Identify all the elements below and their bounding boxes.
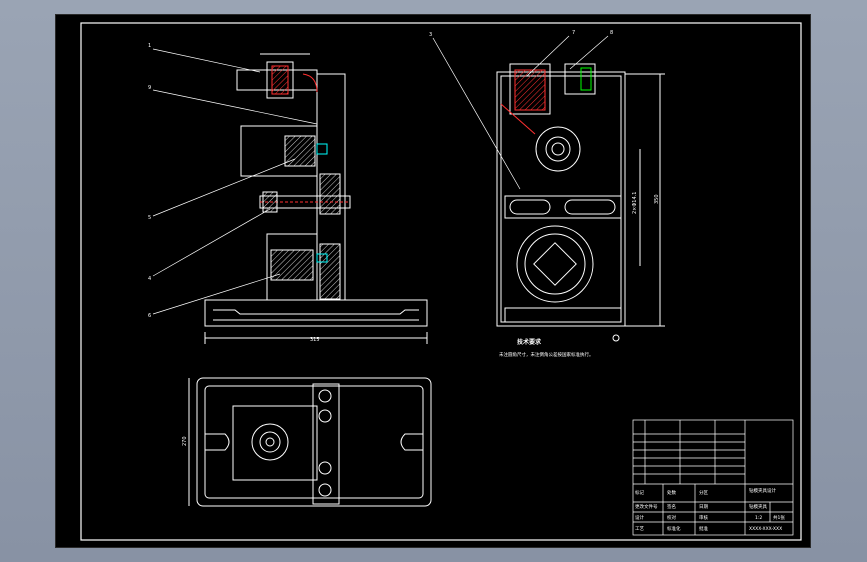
balloon-9: 9 <box>148 85 151 91</box>
cell-0: 设计 <box>635 514 644 521</box>
title-part-name: 钻模夹具 <box>749 503 767 510</box>
cell-4: 标准化 <box>667 525 681 532</box>
row-label-5: 日期 <box>699 504 708 510</box>
balloon-8: 8 <box>610 30 613 36</box>
balloon-7: 7 <box>572 30 575 36</box>
cell-3: 工艺 <box>635 526 644 532</box>
balloon-4: 4 <box>148 276 151 282</box>
title-scale: 1:2 <box>755 515 762 521</box>
drawing-frame <box>80 22 802 541</box>
dim-height: 350 <box>654 194 660 204</box>
cell-2: 审核 <box>699 514 708 521</box>
tech-req-heading: 技术要求 <box>517 338 542 346</box>
tech-req-line1: 未注圆角尺寸，未注倒角公差按国家标准执行。 <box>499 351 594 358</box>
plan-view <box>188 377 432 507</box>
row-label-2: 分区 <box>699 489 708 496</box>
row-label-0: 标记 <box>635 489 644 496</box>
dim-side: 2×Φ14.1 <box>632 192 638 214</box>
row-label-1: 处数 <box>667 489 676 496</box>
balloon-3: 3 <box>429 32 432 38</box>
drawing-sheet: 315 1 9 5 4 6 <box>55 14 811 548</box>
title-drawing-no: XXXX-XXX-XXX <box>749 526 782 532</box>
cell-1: 校对 <box>667 514 676 521</box>
dim-plan: 270 <box>182 436 188 446</box>
cell-5: 批准 <box>699 525 708 532</box>
balloon-5: 5 <box>148 215 151 221</box>
row-label-4: 签名 <box>667 503 676 510</box>
title-sheet: 共1张 <box>773 514 785 521</box>
row-label-3: 更改文件号 <box>635 503 658 510</box>
side-view <box>496 63 665 342</box>
title-drawing-name: 钻模夹具设计 <box>749 487 776 494</box>
leaders-side <box>432 35 609 190</box>
front-view <box>204 53 428 344</box>
cad-drawing: 315 1 9 5 4 6 <box>80 22 802 541</box>
leaders-front <box>152 48 318 315</box>
title-block <box>632 419 794 536</box>
balloon-1: 1 <box>148 43 151 49</box>
balloon-6: 6 <box>148 313 151 319</box>
dim-total-width: 315 <box>310 337 320 343</box>
